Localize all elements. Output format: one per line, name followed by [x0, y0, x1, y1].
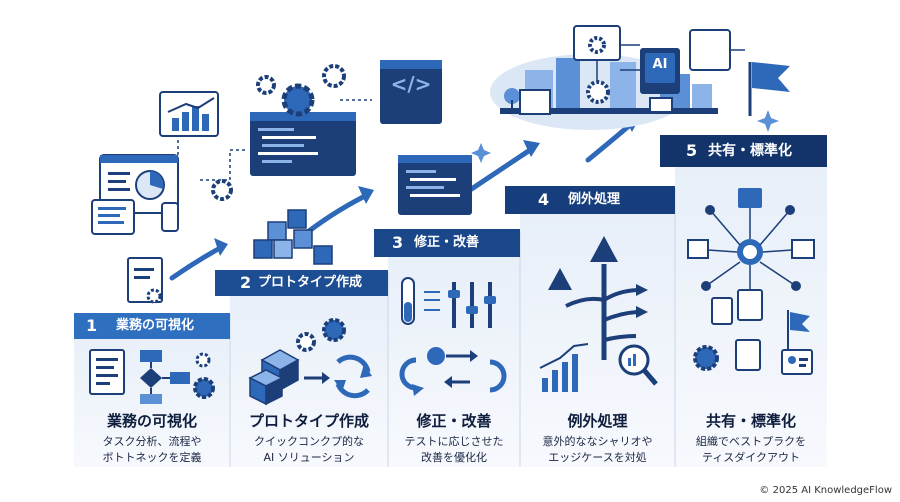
step-4-label: 例外処理: [568, 192, 621, 207]
step-1-number: 1: [86, 316, 98, 335]
step-2-title: プロトタイプ作成: [248, 412, 369, 430]
step-5-label: 共有・標準化: [708, 143, 792, 159]
prototype-icon: [248, 318, 372, 406]
step-1-title: 業務の可視化: [106, 412, 197, 430]
ai-badge-label: AI: [652, 57, 668, 72]
exception-icon: [539, 236, 658, 392]
step-3-desc-line-1: テストに応じさせた: [404, 435, 504, 448]
step-1-label: 業務の可視化: [116, 318, 195, 333]
copyright-notice: © 2025 AI KnowledgeFlow: [759, 485, 892, 496]
step-5-number: 5: [686, 141, 698, 160]
step-5-desc-line-2: ティスダイクアウト: [701, 451, 801, 464]
step-3-title: 修正・改善: [416, 412, 492, 430]
step-3-label: 修正・改善: [414, 235, 480, 250]
step-2-description: クイックコンクプ的な AI ソリューション: [230, 434, 388, 466]
step5-city: [490, 25, 790, 132]
step-4-number: 4: [538, 190, 550, 209]
refine-icon: [399, 277, 507, 396]
step-header-bars: [74, 135, 827, 339]
code-glyph: </>: [390, 72, 432, 96]
step-5-desc-line-1: 組織でベストプラクを: [695, 435, 807, 448]
step-1-desc-line-1: タスク分析、流程や: [102, 435, 202, 448]
step-5-title: 共有・標準化: [705, 412, 796, 430]
ai-badge: AI: [645, 57, 675, 72]
step-2-label: プロトタイプ作成: [258, 275, 363, 290]
step-4-desc-line-1: 意外的ななシャリオや: [542, 435, 653, 448]
code-window-icon: </>: [380, 72, 442, 96]
column-step-2: [230, 272, 388, 467]
cube-stack: [253, 209, 333, 265]
step-4-bar: [520, 186, 675, 214]
step-3-bar: [388, 229, 520, 257]
step-1-desc-line-2: ボトトネックを定義: [102, 451, 202, 464]
network-icon: [687, 188, 815, 375]
flowchart-icon: [89, 349, 215, 404]
step-4-desc-line-2: エッジケースを対処: [548, 451, 647, 464]
step-3-number: 3: [392, 233, 404, 252]
step-3-desc-line-2: 改善を優化化: [421, 451, 487, 464]
step-4-description: 意外的ななシャリオや エッジケースを対処: [520, 434, 675, 466]
step-5-bar: [675, 135, 827, 167]
step-5-description: 組織でベストプラクを ティスダイクアウト: [675, 434, 827, 466]
step-2-desc-line-1: クイックコンクプ的な: [254, 435, 364, 448]
column-step-3: [388, 231, 520, 467]
step-1-bar: [74, 313, 230, 339]
step-1-description: タスク分析、流程や ボトトネックを定義: [74, 434, 230, 466]
step-2-number: 2: [240, 273, 252, 292]
step-2-desc-line-2: AI ソリューション: [263, 451, 355, 464]
step1-devices: [91, 91, 248, 304]
step-4-title: 例外処理: [567, 412, 628, 430]
column-step-4: [520, 188, 675, 467]
step-2-bar: [230, 270, 388, 296]
step-3-description: テストに応じさせた 改善を優化化: [388, 434, 520, 466]
step2-coding: [250, 60, 491, 265]
